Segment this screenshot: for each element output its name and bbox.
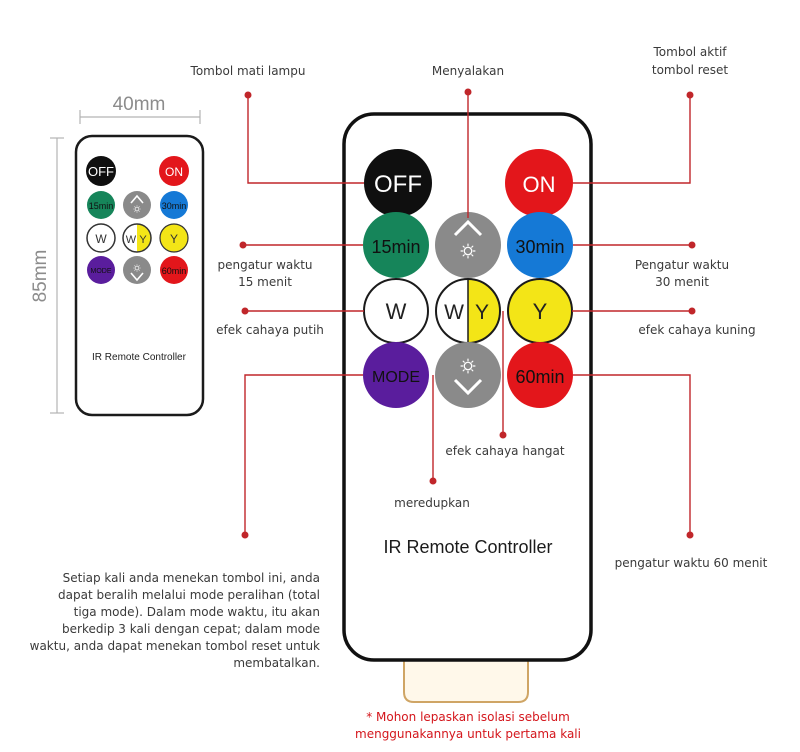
- timer-30min-label: 30min: [515, 237, 564, 257]
- off-button-label: OFF: [374, 171, 422, 198]
- height-dimension-label: 85mm: [30, 250, 51, 303]
- width-dimension-label: 40mm: [113, 94, 166, 115]
- label-warm: efek cahaya hangat: [445, 444, 565, 458]
- label-off: Tombol mati lampu: [190, 64, 306, 78]
- mode-description-line: membatalkan.: [233, 656, 320, 670]
- down-arrow-icon: [453, 378, 483, 396]
- label-15min-line1: pengatur waktu: [217, 258, 313, 272]
- warning-line1: * Mohon lepaskan isolasi sebelum: [366, 710, 570, 724]
- mode-description-line: dapat beralih melalui mode peralihan (to…: [58, 588, 320, 602]
- label-15min-line2: 15 menit: [238, 275, 292, 289]
- label-30min-line2: 30 menit: [655, 275, 709, 289]
- timer-60min-button: [507, 342, 573, 408]
- white-light-label: W: [386, 299, 407, 324]
- mode-description-line: berkedip 3 kali dengan cepat; dalam mode: [62, 622, 320, 636]
- dimension-lines: [50, 110, 201, 414]
- label-yellow: efek cahaya kuning: [638, 323, 756, 337]
- small-warm-y-label: Y: [139, 234, 147, 246]
- mode-button: [363, 342, 429, 408]
- small-on-label: ON: [165, 165, 183, 179]
- leader-60min: [573, 374, 691, 535]
- small-white-button: [86, 223, 116, 253]
- label-white: efek cahaya putih: [216, 323, 324, 337]
- small-warm-w-label: W: [126, 234, 137, 246]
- mode-description: Setiap kali anda menekan tombol ini, and…: [20, 570, 320, 672]
- small-brighten-button: [123, 191, 151, 219]
- leader-dots: [239, 88, 696, 539]
- label-on-line2: tombol reset: [651, 63, 729, 77]
- small-mode-button: [87, 256, 115, 284]
- mode-description-line: tiga mode). Dalam mode waktu, itu akan: [73, 605, 320, 619]
- small-down-icon: [130, 272, 144, 282]
- small-warm-left: [123, 224, 137, 252]
- small-remote-title: IR Remote Controller: [92, 352, 187, 363]
- small-white-label: W: [95, 232, 107, 246]
- small-60min-label: 60min: [162, 266, 187, 276]
- dim-button: [435, 342, 501, 408]
- mode-button-label: MODE: [372, 369, 420, 386]
- yellow-light-label: Y: [533, 299, 548, 324]
- timer-60min-label: 60min: [515, 367, 564, 387]
- on-button-label: ON: [523, 172, 556, 197]
- timer-30min-button: [507, 212, 573, 278]
- small-yellow-button: [159, 223, 189, 253]
- small-warm-right: [137, 224, 151, 252]
- timer-15min-button: [363, 212, 429, 278]
- battery-tab: [403, 660, 529, 703]
- on-button: [505, 149, 573, 217]
- label-on-line1: Tombol aktif: [653, 45, 727, 59]
- label-30min-line1: Pengatur waktu: [634, 258, 730, 272]
- label-brighten: Menyalakan: [431, 64, 505, 78]
- small-remote: OFF ON 15min 30min W W Y Y MODE 60min IR…: [74, 134, 205, 417]
- small-off-label: OFF: [88, 164, 114, 179]
- large-remote: OFF ON 15min 30min W W Y Y MODE 60min IR…: [342, 112, 593, 703]
- off-button: [364, 149, 432, 217]
- warm-w-label: W: [444, 301, 464, 324]
- large-remote-title: IR Remote Controller: [383, 537, 552, 557]
- small-yellow-label: Y: [170, 232, 178, 246]
- leader-mode: [244, 374, 363, 535]
- leader-off: [247, 95, 364, 184]
- warm-right-half: [468, 279, 500, 343]
- leader-on: [573, 95, 691, 184]
- leader-lines: [243, 92, 692, 535]
- mode-description-line: waktu, anda dapat menekan tombol reset u…: [29, 639, 320, 653]
- small-warm-button: [122, 223, 152, 253]
- warning-line2: menggunakannya untuk pertama kali: [355, 727, 581, 741]
- small-30min-button: [160, 191, 188, 219]
- small-off-button: [86, 156, 116, 186]
- up-arrow-icon: [453, 219, 483, 237]
- small-up-icon: [130, 194, 144, 204]
- small-15min-label: 15min: [89, 201, 114, 211]
- label-60min: pengatur waktu 60 menit: [614, 556, 768, 570]
- small-15min-button: [87, 191, 115, 219]
- small-60min-button: [160, 256, 188, 284]
- timer-15min-label: 15min: [371, 237, 420, 257]
- small-mode-label: MODE: [91, 268, 112, 275]
- warm-left-half: [436, 279, 468, 343]
- label-dim: meredupkan: [394, 496, 470, 510]
- small-30min-label: 30min: [162, 201, 187, 211]
- warm-y-label: Y: [475, 301, 489, 324]
- mode-description-line: Setiap kali anda menekan tombol ini, and…: [62, 571, 320, 585]
- small-on-button: [159, 156, 189, 186]
